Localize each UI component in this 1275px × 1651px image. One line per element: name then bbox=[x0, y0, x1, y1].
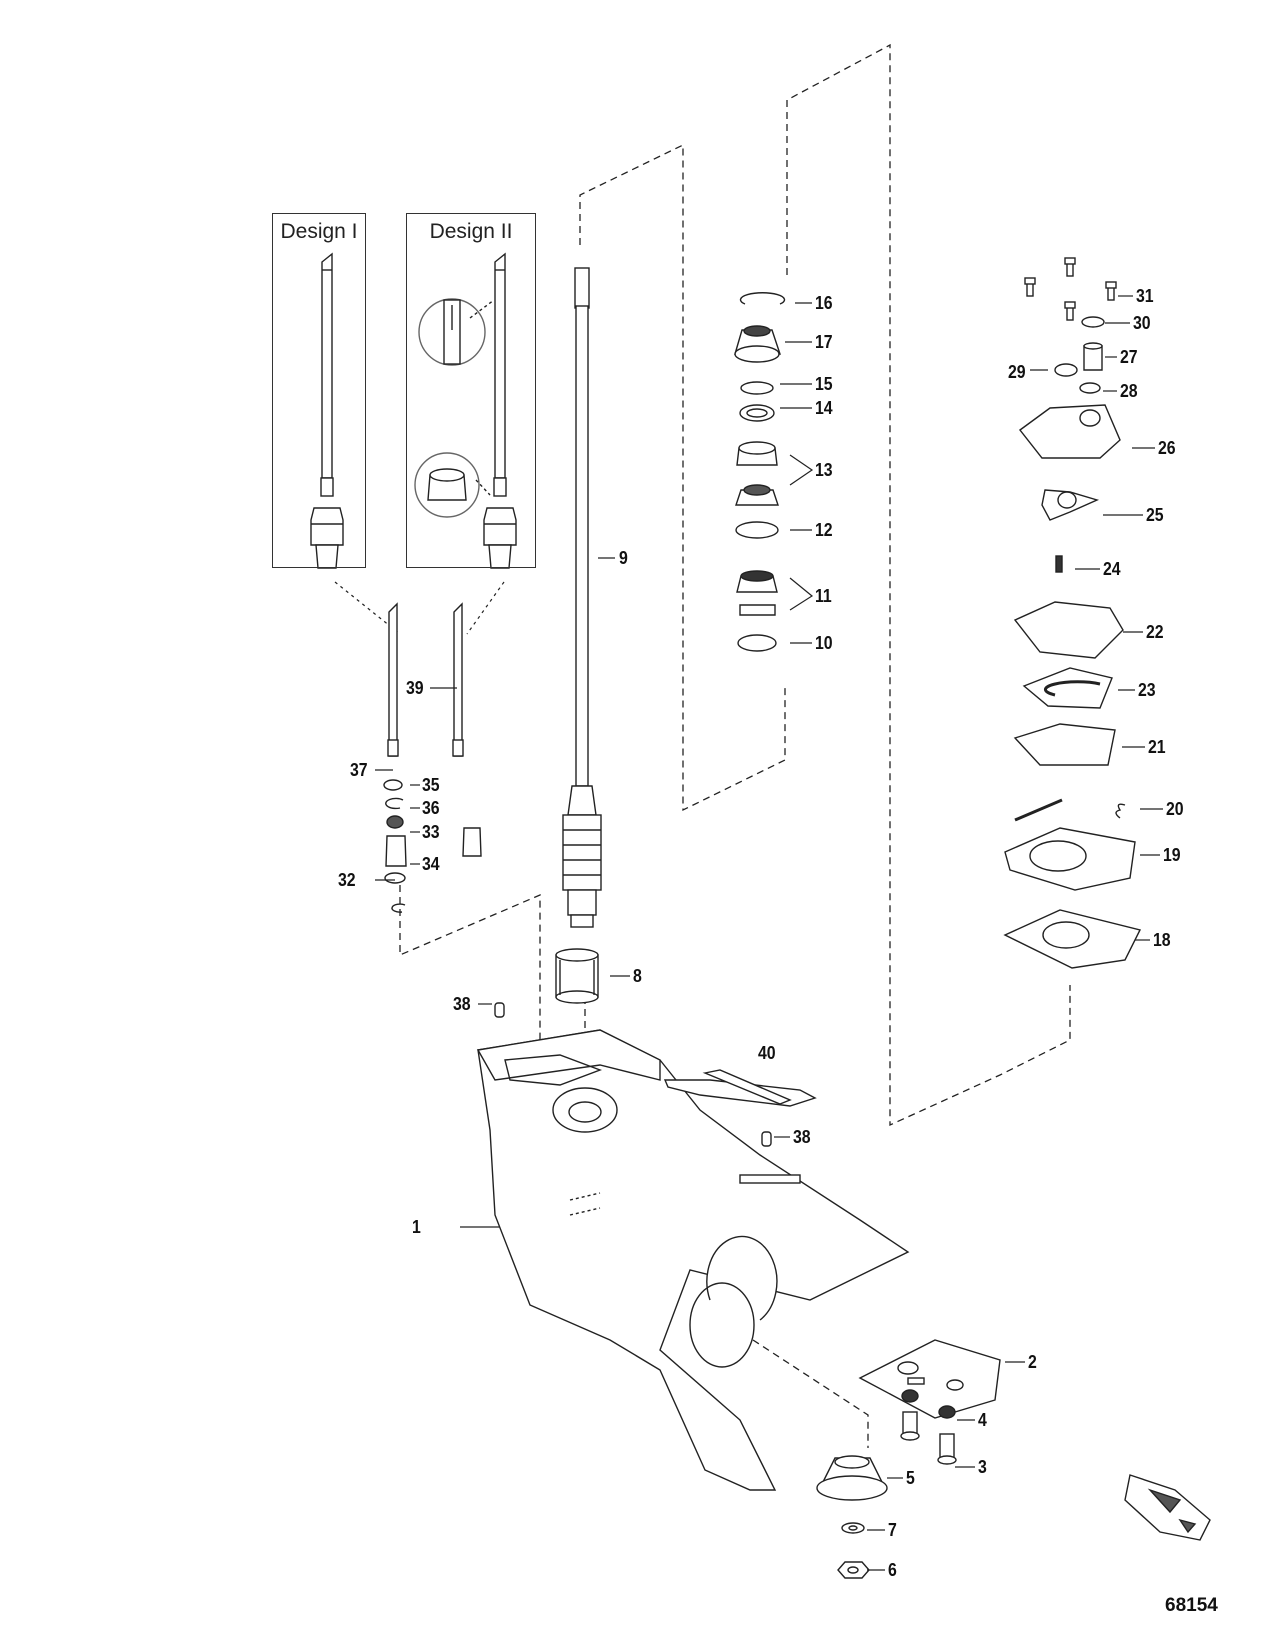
shaft-39-icon bbox=[387, 602, 464, 757]
water-pump-parts-18-31-icon bbox=[1003, 257, 1142, 969]
callout-33: 33 bbox=[422, 822, 440, 842]
callout-17: 17 bbox=[815, 332, 833, 352]
callout-38-bottom: 38 bbox=[793, 1127, 811, 1147]
callout-28: 28 bbox=[1120, 381, 1138, 401]
callout-3: 3 bbox=[978, 1457, 987, 1477]
callout-11: 11 bbox=[815, 586, 832, 606]
callout-12: 12 bbox=[815, 520, 833, 540]
callout-35: 35 bbox=[422, 775, 440, 795]
callout-2: 2 bbox=[1028, 1352, 1037, 1372]
pin-38-icon bbox=[494, 1002, 772, 1147]
callout-8: 8 bbox=[633, 966, 642, 986]
assembly-lines bbox=[399, 43, 1071, 1448]
callout-9: 9 bbox=[619, 548, 628, 568]
driveshaft-9-icon bbox=[562, 267, 602, 928]
callout-18: 18 bbox=[1153, 930, 1171, 950]
callout-22: 22 bbox=[1146, 622, 1164, 642]
callout-40: 40 bbox=[758, 1043, 776, 1063]
figure-id: 68154 bbox=[1165, 1595, 1218, 1616]
callout-21: 21 bbox=[1148, 737, 1166, 757]
callout-20: 20 bbox=[1166, 799, 1184, 819]
small-parts-32-37-icon bbox=[383, 779, 482, 913]
washer-7-icon bbox=[841, 1522, 865, 1534]
cap-4-icon bbox=[901, 1389, 956, 1419]
callout-6: 6 bbox=[888, 1560, 897, 1580]
callout-leaders bbox=[375, 295, 1163, 1571]
gear-housing-1-icon bbox=[476, 1029, 910, 1491]
callout-5: 5 bbox=[906, 1468, 915, 1488]
design-1-title: Design I bbox=[280, 220, 358, 243]
design-1-panel: Design I bbox=[272, 213, 366, 568]
bearing-8-icon bbox=[555, 948, 599, 1004]
driveshaft-design-1-icon bbox=[310, 252, 344, 569]
screw-3-icon bbox=[900, 1411, 957, 1465]
anode-5-icon bbox=[816, 1455, 888, 1501]
design-leader-lines bbox=[334, 581, 505, 635]
trim-tab-2-icon bbox=[858, 1339, 1001, 1419]
callout-39: 39 bbox=[406, 678, 424, 698]
seal-stack-10-17-icon bbox=[734, 292, 786, 652]
callout-26: 26 bbox=[1158, 438, 1176, 458]
callout-24: 24 bbox=[1103, 559, 1121, 579]
callout-27: 27 bbox=[1120, 347, 1138, 367]
design-2-panel: Design II bbox=[406, 213, 536, 568]
callout-31: 31 bbox=[1136, 286, 1154, 306]
callout-7: 7 bbox=[888, 1520, 897, 1540]
callout-23: 23 bbox=[1138, 680, 1156, 700]
callout-34: 34 bbox=[422, 854, 440, 874]
driveshaft-design-2-icon bbox=[414, 252, 517, 569]
design-2-title: Design II bbox=[429, 220, 513, 243]
callout-13: 13 bbox=[815, 460, 833, 480]
callout-37: 37 bbox=[350, 760, 368, 780]
callout-30: 30 bbox=[1133, 313, 1151, 333]
callout-15: 15 bbox=[815, 374, 833, 394]
callout-1: 1 bbox=[412, 1217, 421, 1237]
callout-32: 32 bbox=[338, 870, 356, 890]
callout-10: 10 bbox=[815, 633, 833, 653]
callout-14: 14 bbox=[815, 398, 833, 418]
callout-36: 36 bbox=[422, 798, 440, 818]
callout-4: 4 bbox=[978, 1410, 987, 1430]
nut-6-icon bbox=[837, 1561, 870, 1579]
callout-19: 19 bbox=[1163, 845, 1181, 865]
callout-25: 25 bbox=[1146, 505, 1164, 525]
boat-locator-icon bbox=[1124, 1474, 1211, 1541]
callout-29: 29 bbox=[1008, 362, 1026, 382]
callout-38-top: 38 bbox=[453, 994, 471, 1014]
part-40-icon bbox=[663, 1069, 817, 1107]
callout-16: 16 bbox=[815, 293, 833, 313]
